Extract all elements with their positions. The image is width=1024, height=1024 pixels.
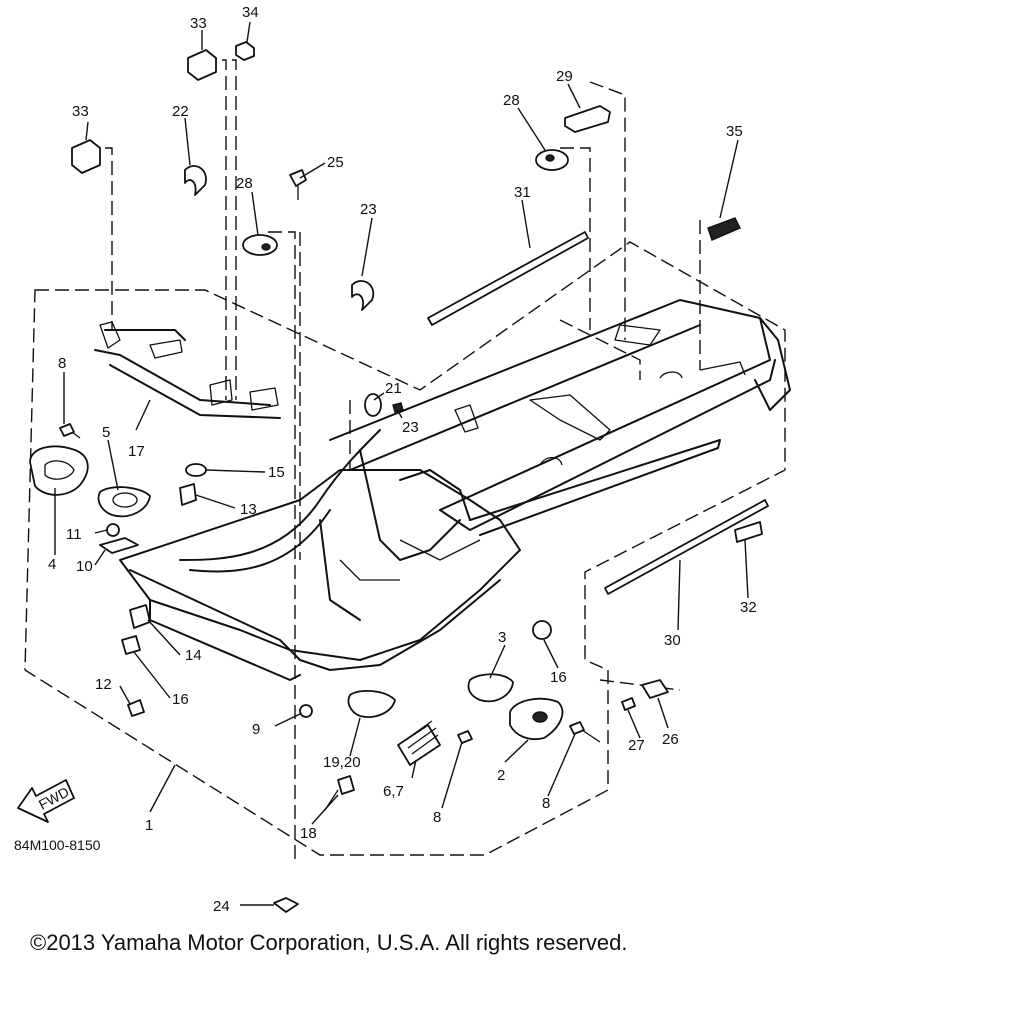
clamp-23-b	[351, 280, 375, 311]
callout-34: 34	[242, 4, 259, 21]
callout-10: 10	[76, 558, 93, 575]
callout-8-c: 8	[542, 795, 550, 812]
plate-5	[97, 486, 151, 518]
plate-3	[467, 673, 514, 703]
callout-labels: 33 34 33 22 28 25 23 28 29 35 31 21 23 8…	[14, 4, 757, 915]
strip-30	[604, 499, 769, 595]
callout-28-a: 28	[236, 175, 253, 192]
screw-8-b	[457, 730, 473, 744]
bushing-15	[121, 635, 141, 655]
callout-8-b: 8	[433, 809, 441, 826]
callout-29: 29	[556, 68, 573, 85]
callout-12: 11	[66, 526, 82, 543]
callout-28-b: 28	[503, 92, 520, 109]
pad-29	[564, 105, 611, 133]
fwd-arrow-icon: FWD	[17, 779, 75, 823]
frame-assembly	[94, 299, 791, 681]
cap-26	[641, 679, 669, 699]
gasket-19-20	[347, 689, 396, 718]
cover-4	[29, 445, 89, 496]
callout-15: 16	[172, 691, 189, 708]
callout-25: 25	[327, 154, 344, 171]
callout-13-lower: 14	[185, 647, 202, 664]
bushing-13-upper	[179, 483, 197, 506]
screw-27	[621, 697, 636, 711]
callout-5: 5	[102, 424, 110, 441]
bushing-14	[185, 463, 207, 477]
screw-8-a	[59, 423, 75, 437]
washer-9	[299, 704, 313, 718]
callout-17: 17	[128, 443, 145, 460]
callout-23-b: 23	[360, 201, 377, 218]
callout-32: 32	[740, 599, 757, 616]
callout-33-upper: 33	[190, 15, 207, 32]
block-33-upper	[187, 49, 217, 81]
tag-32	[734, 521, 763, 543]
callout-35: 35	[726, 123, 743, 140]
bolt-18	[337, 775, 355, 795]
callout-2: 2	[497, 767, 505, 784]
block-34	[235, 41, 255, 61]
clamp-23-a	[184, 165, 207, 196]
callout-27: 27	[628, 737, 645, 754]
callout-16: 16	[550, 669, 567, 686]
loose-parts	[29, 41, 769, 913]
callout-24: 24	[213, 898, 230, 915]
callout-8-a: 8	[58, 355, 66, 372]
callout-6-7: 6,7	[383, 783, 404, 800]
drawing-code: 84M100-8150	[14, 837, 101, 853]
bracket-24	[273, 897, 299, 913]
washer-21	[364, 393, 382, 417]
callout-18: 18	[300, 825, 317, 842]
block-33-lower	[71, 139, 101, 174]
callout-3: 3	[498, 629, 506, 646]
screw-22	[392, 402, 404, 413]
callout-13-upper: 13	[240, 501, 257, 518]
plate-10	[99, 537, 139, 554]
reflector-35	[707, 217, 741, 241]
strip-31	[427, 231, 589, 326]
callout-9: 9	[252, 721, 260, 738]
leader-lines	[54, 21, 749, 906]
screw-8-c	[569, 721, 585, 735]
nut-12	[106, 523, 120, 537]
plug-16	[532, 620, 552, 640]
callout-23-a: 22	[172, 103, 189, 120]
callout-26: 26	[662, 731, 679, 748]
callout-11: 12	[95, 676, 112, 693]
bolt-25	[289, 169, 307, 187]
copyright-notice: ©2013 Yamaha Motor Corporation, U.S.A. A…	[30, 930, 628, 955]
callout-21: 21	[385, 380, 402, 397]
callout-30: 30	[664, 632, 681, 649]
bolt-11	[127, 699, 145, 717]
bushing-13-lower	[129, 604, 151, 629]
callout-4: 4	[48, 556, 56, 573]
callout-31: 31	[514, 184, 531, 201]
callout-22: 23	[402, 419, 419, 436]
callout-19-20: 19,20	[323, 754, 361, 771]
grommet-28-a	[242, 234, 278, 256]
callout-33-lower: 33	[72, 103, 89, 120]
callout-14: 15	[268, 464, 285, 481]
callout-1: 1	[145, 817, 153, 834]
